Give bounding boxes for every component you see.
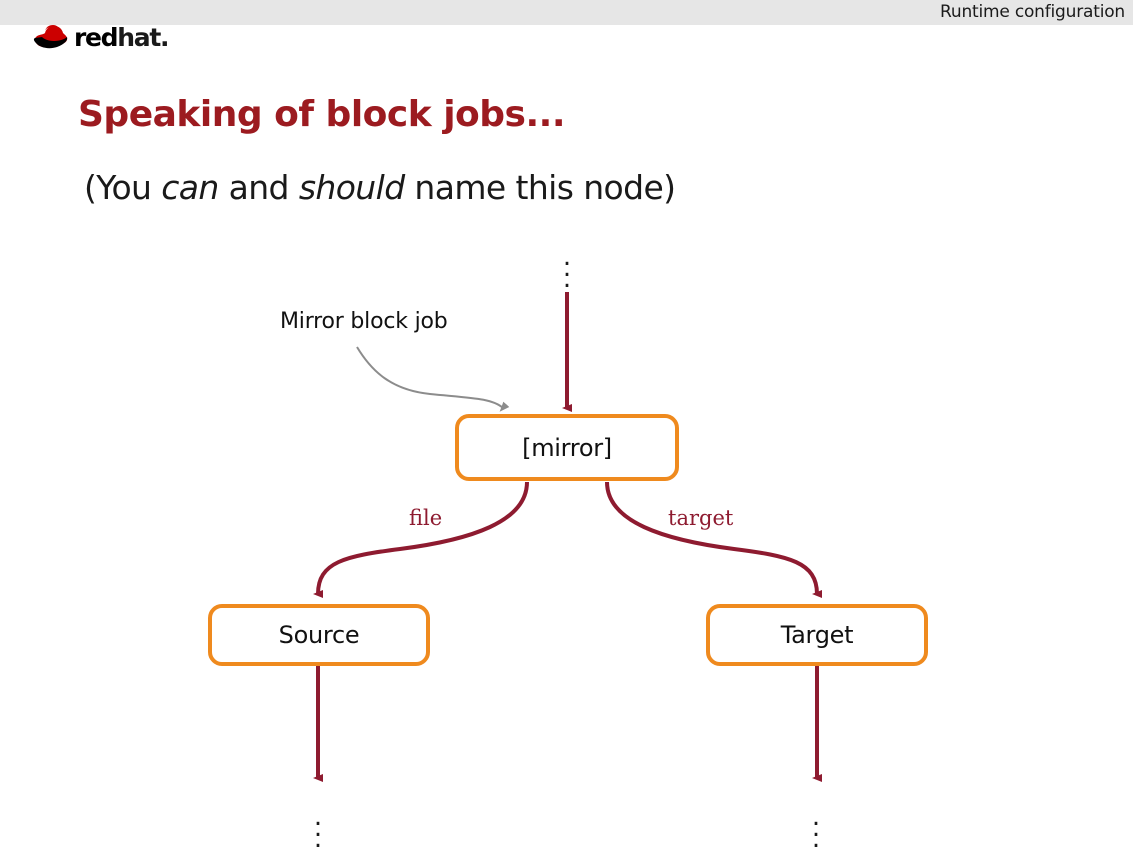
subtitle-part-3: name this node) (404, 168, 676, 207)
redhat-shadowman-icon (33, 25, 68, 49)
dot-glyph: . (811, 824, 821, 854)
edge-mirror-target (605, 481, 823, 598)
logo-word-bold: red (74, 22, 119, 52)
page-title: Speaking of block jobs... (78, 94, 566, 135)
dot-glyph: . (562, 253, 572, 283)
dot-glyph: . (811, 813, 821, 843)
node-source[interactable]: Source (208, 604, 430, 666)
subtitle-emphasis-should: should (298, 168, 405, 207)
annotation-arrow (356, 346, 510, 412)
node-target-label: Target (780, 621, 854, 649)
dot-glyph: . (313, 813, 323, 843)
vertical-ellipsis-below-target: . . . (811, 802, 821, 854)
annotation-label: Mirror block job (280, 309, 448, 334)
logo-word-light: hat. (117, 22, 169, 52)
vertical-ellipsis-top: . . . (562, 242, 572, 294)
dot-glyph: . (811, 802, 821, 832)
redhat-logo: redhat. (32, 20, 170, 54)
edge-mirror-source (313, 481, 529, 599)
dot-glyph: . (313, 824, 323, 854)
subtitle-part-1: (You (84, 168, 162, 207)
page-subtitle: (You can and should name this node) (84, 168, 676, 207)
node-mirror[interactable]: [mirror] (455, 414, 679, 481)
subtitle-part-2: and (218, 168, 299, 207)
subtitle-emphasis-can: can (161, 168, 219, 207)
node-target[interactable]: Target (706, 604, 928, 666)
vertical-ellipsis-below-source: . . . (313, 802, 323, 854)
redhat-wordmark: redhat. (74, 22, 170, 52)
node-mirror-label: [mirror] (522, 433, 612, 462)
edge-label-target: target (668, 506, 734, 530)
dot-glyph: . (313, 802, 323, 832)
dot-glyph: . (562, 264, 572, 294)
header-title: Runtime configuration (940, 2, 1125, 22)
edge-label-file: file (409, 506, 443, 530)
dot-glyph: . (562, 242, 572, 272)
slide-header-bar (0, 0, 1133, 25)
node-source-label: Source (278, 621, 360, 649)
